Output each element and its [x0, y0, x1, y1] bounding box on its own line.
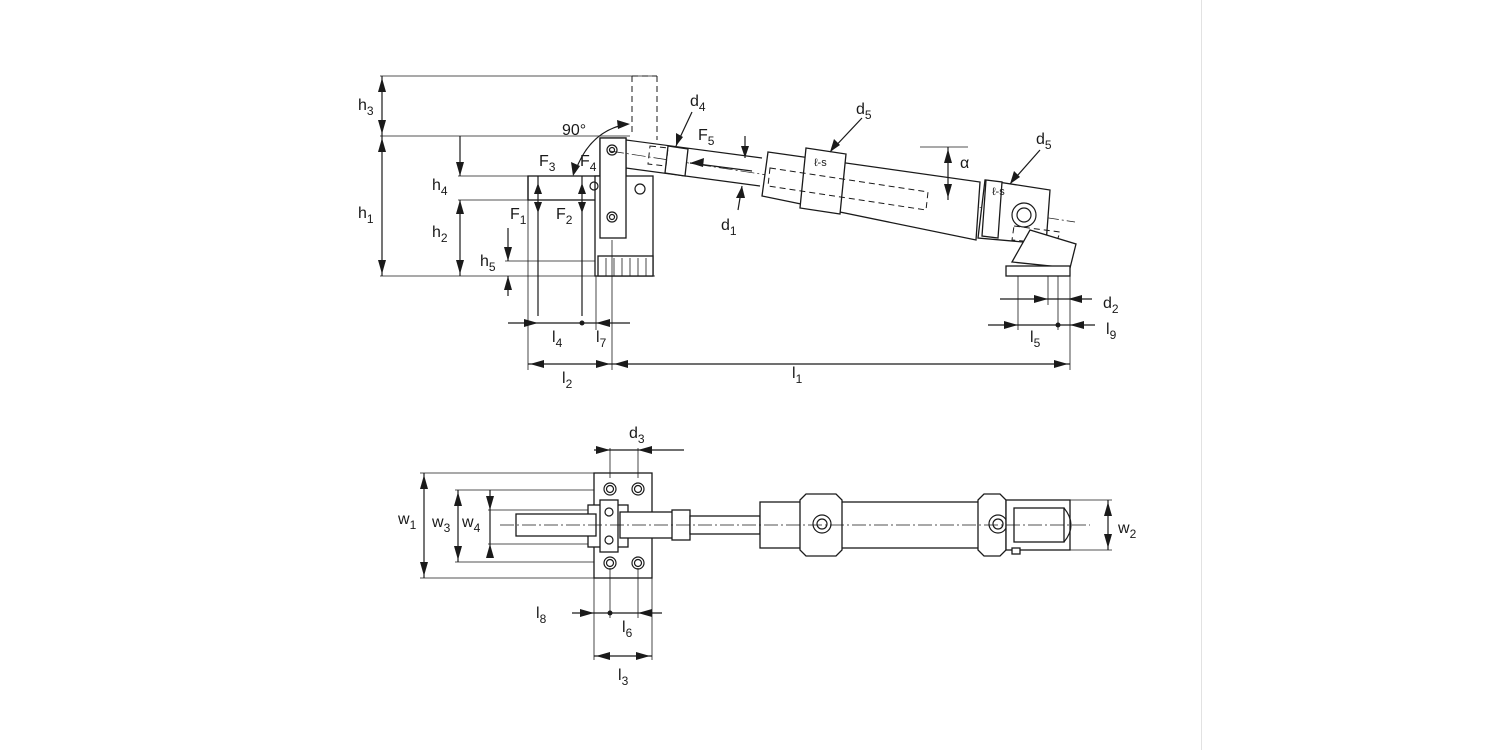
label-F2: F2	[556, 206, 573, 227]
label-h3: h3	[358, 97, 374, 118]
label-d5-cylinder: d5	[856, 101, 872, 122]
top-view	[420, 446, 1112, 660]
svg-text:ℓ-s: ℓ-s	[814, 157, 827, 169]
label-h2: h2	[432, 224, 448, 245]
label-d2: d2	[1103, 295, 1119, 316]
label-F5: F5	[698, 127, 715, 148]
label-w1: w1	[397, 511, 417, 532]
label-l8: l8	[536, 605, 547, 626]
side-view: ℓ-s ℓ-s	[378, 75, 1095, 370]
label-d1: d1	[721, 217, 737, 238]
label-alpha: α	[960, 155, 969, 172]
label-l9: l9	[1106, 321, 1117, 342]
svg-text:ℓ-s: ℓ-s	[992, 186, 1005, 198]
label-h4: h4	[432, 177, 448, 198]
label-F4: F4	[580, 153, 597, 174]
label-l4: l4	[552, 329, 563, 350]
label-d5-clevis: d5	[1036, 131, 1052, 152]
label-l7: l7	[596, 329, 607, 350]
dimension-labels: h3 h1 h4 h2 h5 90° F3 F4 F1 F2 F5 d4 d5 …	[358, 93, 1137, 688]
label-F1: F1	[510, 206, 527, 227]
label-d4: d4	[690, 93, 706, 114]
label-l2: l2	[562, 370, 573, 391]
label-w4: w4	[461, 514, 481, 535]
label-w3: w3	[431, 514, 451, 535]
label-d3: d3	[629, 425, 645, 446]
label-l6: l6	[622, 619, 633, 640]
label-angle-90: 90°	[562, 122, 586, 139]
label-l1: l1	[792, 365, 803, 386]
page-divider	[1201, 0, 1202, 750]
label-w2: w2	[1117, 520, 1137, 541]
label-l5: l5	[1030, 329, 1041, 350]
label-l3: l3	[618, 667, 629, 688]
label-h1: h1	[358, 205, 374, 226]
label-F3: F3	[539, 153, 556, 174]
label-h5: h5	[480, 253, 496, 274]
